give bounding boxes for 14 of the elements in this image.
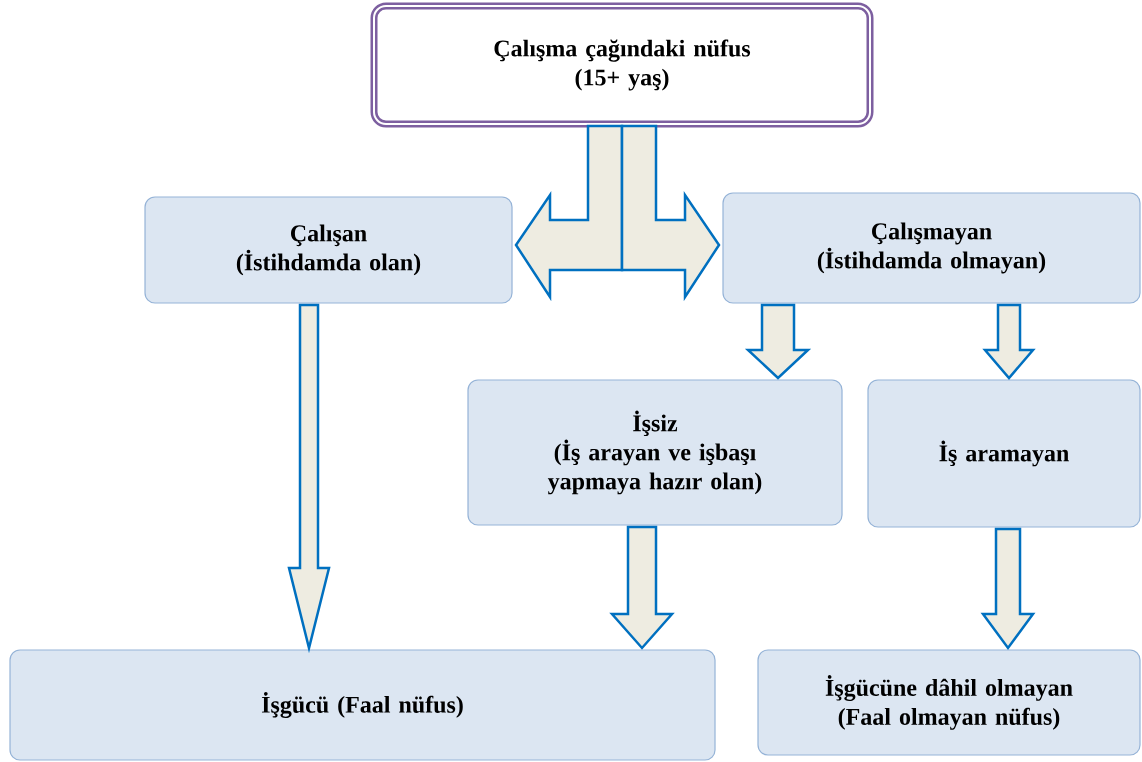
category-box: Çalışmayan (İstihdamda olmayan): [722, 192, 1141, 304]
category-box: İş aramayan: [867, 379, 1141, 528]
category-box: İşgücü (Faal nüfus): [9, 649, 716, 761]
block-arrow: [514, 124, 624, 302]
block-arrow: [287, 303, 331, 654]
title-box: Çalışma çağındaki nüfus (15+ yaş): [370, 2, 874, 128]
category-box: İşgücüne dâhil olmayan (Faal olmayan nüfus): [757, 649, 1141, 756]
category-box: İşsiz (İş arayan ve işbaşı yapmaya hazır olan): [467, 379, 843, 526]
block-arrow: [744, 303, 812, 380]
category-box: Çalışan (İstihdamda olan): [144, 196, 513, 304]
block-arrow: [982, 303, 1036, 380]
block-arrow: [620, 124, 721, 302]
block-arrow: [980, 527, 1036, 651]
block-arrow: [609, 525, 675, 650]
